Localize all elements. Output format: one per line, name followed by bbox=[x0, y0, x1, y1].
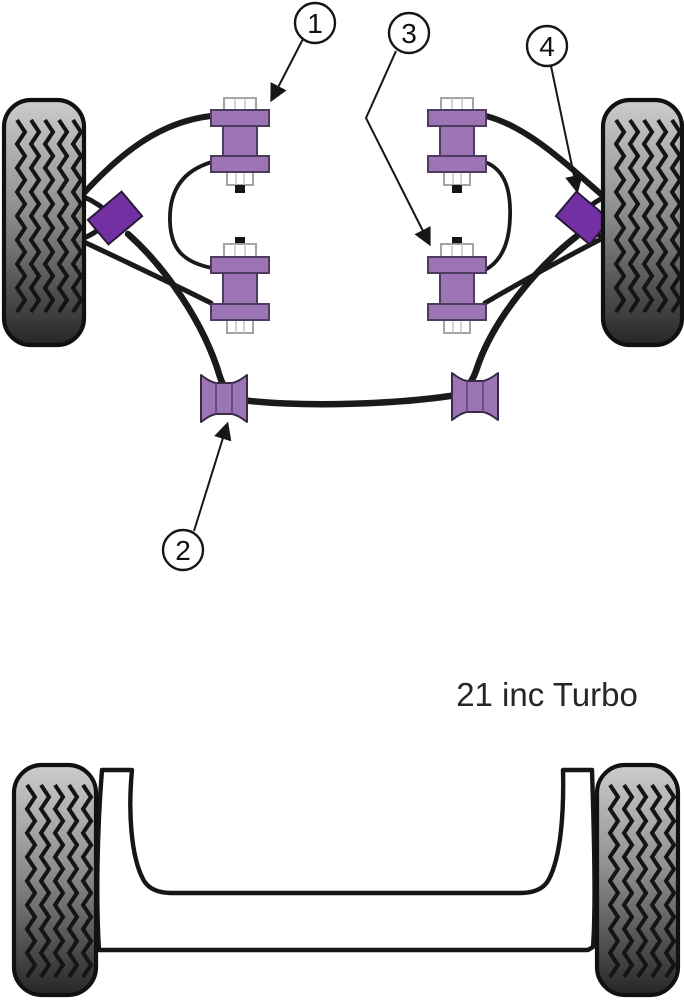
tire-tread bbox=[24, 783, 94, 979]
callout-1-leader bbox=[270, 38, 304, 103]
upper-arm-left bbox=[81, 113, 214, 196]
subframe-bush-bottom-left bbox=[210, 237, 270, 334]
caption-text: 21 inc Turbo bbox=[456, 676, 638, 713]
bush-flange-upper bbox=[210, 256, 270, 274]
callout-2-circle bbox=[161, 528, 205, 572]
nut-top bbox=[440, 243, 474, 258]
arb-bush-body bbox=[200, 374, 248, 423]
callout-3-leader bbox=[364, 50, 431, 247]
nut-top bbox=[223, 243, 257, 258]
callout-4-leader bbox=[550, 65, 583, 194]
bush-middle bbox=[222, 272, 258, 305]
rear-axle-diagram bbox=[11, 762, 681, 998]
bolt-tail bbox=[226, 170, 254, 186]
front-subframe-diagram: 1 2 3 4 bbox=[1, 1, 684, 572]
arb-bush-left bbox=[200, 374, 248, 423]
bush-middle bbox=[439, 125, 475, 157]
tire-tread bbox=[613, 118, 683, 314]
bolt-tip bbox=[235, 185, 245, 193]
bush-flange-lower bbox=[210, 155, 270, 173]
bush-flange-lower bbox=[427, 155, 487, 173]
tire-front-left bbox=[1, 97, 87, 348]
tire-rear-left bbox=[11, 762, 99, 998]
diamond-bush-left bbox=[86, 190, 144, 246]
bolt-tip bbox=[452, 185, 462, 193]
subframe-loop-left bbox=[168, 160, 214, 270]
callout-4: 4 bbox=[525, 24, 583, 194]
callout-1-circle bbox=[293, 1, 337, 45]
diamond-bush-right bbox=[554, 190, 612, 246]
bush-flange-upper bbox=[210, 109, 270, 127]
callout-2: 2 bbox=[161, 421, 232, 572]
bolt-tail bbox=[226, 319, 254, 334]
bolt-tail bbox=[443, 170, 471, 186]
callout-1-label: 1 bbox=[307, 8, 323, 39]
subframe-bush-top-right bbox=[427, 97, 487, 193]
tire-tread bbox=[14, 118, 84, 314]
tie-rod-right bbox=[482, 235, 606, 306]
bush-flange-lower bbox=[427, 303, 487, 321]
callout-1: 1 bbox=[270, 1, 337, 103]
callout-4-label: 4 bbox=[539, 31, 555, 62]
anti-roll-bar bbox=[124, 230, 581, 408]
tire-rear-right bbox=[594, 762, 681, 998]
bush-middle bbox=[222, 125, 258, 157]
bush-flange-upper bbox=[427, 109, 487, 127]
bush-flange-lower bbox=[210, 303, 270, 321]
callout-3-label: 3 bbox=[401, 18, 417, 49]
callout-2-leader bbox=[193, 421, 232, 532]
subframe-bush-top-left bbox=[210, 97, 270, 193]
bush-middle bbox=[439, 272, 475, 305]
rear-beam-axle-outline bbox=[95, 767, 597, 953]
bolt-tip bbox=[452, 237, 462, 245]
tire-front-right bbox=[600, 97, 684, 348]
callout-4-circle bbox=[525, 24, 569, 68]
tire-body bbox=[600, 97, 684, 348]
upper-arm-right bbox=[483, 113, 606, 199]
subframe-bush-bottom-right bbox=[427, 237, 487, 334]
bush-flange-upper bbox=[427, 256, 487, 274]
tire-body bbox=[1, 97, 87, 348]
callout-3-circle bbox=[387, 11, 431, 55]
subframe-loop-right bbox=[483, 160, 512, 272]
tire-tread bbox=[607, 783, 677, 979]
bolt-tip bbox=[235, 237, 245, 245]
arb-bush-right bbox=[451, 372, 499, 421]
tie-rod-left bbox=[81, 239, 214, 306]
callout-2-label: 2 bbox=[175, 535, 191, 566]
bolt-tail bbox=[443, 319, 471, 334]
callout-3: 3 bbox=[364, 11, 431, 247]
arb-bush-body bbox=[451, 372, 499, 421]
